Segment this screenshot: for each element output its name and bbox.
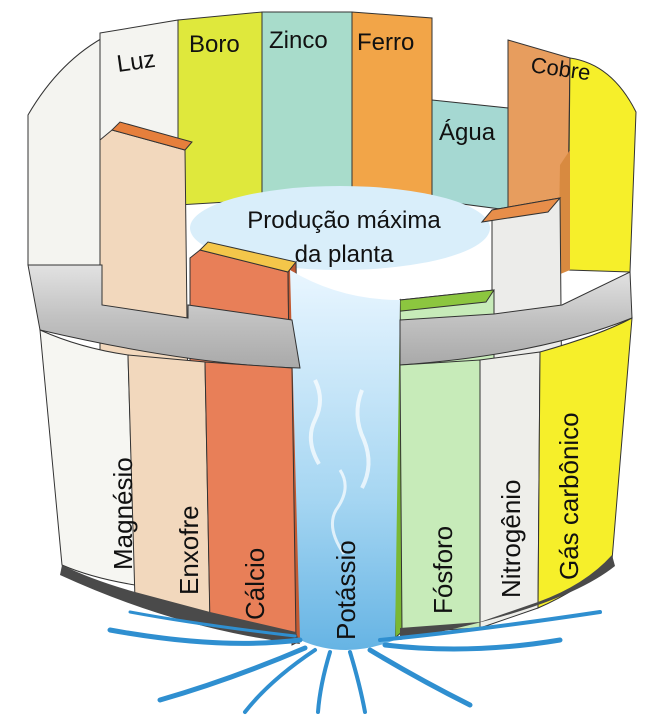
water-fall (290, 270, 400, 650)
water-splash (107, 610, 602, 714)
water-ripple (330, 469, 347, 555)
label-potassio: Potássio (331, 540, 361, 640)
splash-stroke (107, 627, 303, 646)
water-ripple (308, 379, 322, 466)
stave-luz (27, 34, 109, 266)
hoop (27, 264, 633, 369)
title-line1: Produção máxima (247, 207, 441, 234)
stave-gas-rim (567, 57, 637, 273)
stave-cobre-side (558, 150, 570, 275)
splash-stroke (348, 650, 367, 714)
stave-gas-carbonico (537, 317, 633, 609)
splash-stroke (378, 610, 602, 642)
hoop-band (27, 264, 301, 369)
label-boro: Boro (189, 31, 240, 58)
label-ferro: Ferro (357, 29, 414, 56)
label-enxofre: Enxofre (174, 505, 204, 595)
splash-stroke (128, 610, 297, 638)
label-agua: Água (439, 119, 496, 146)
labels: Luz Boro Zinco Ferro Água Cobre Produção… (108, 27, 592, 640)
label-fosforo: Fósforo (428, 526, 458, 614)
stave-nitrogenio-edge (480, 197, 562, 223)
water-stream (290, 270, 400, 650)
splash-stroke (243, 648, 317, 714)
splash-stroke (382, 637, 563, 652)
label-luz: Luz (115, 46, 157, 78)
splash-stroke (157, 645, 308, 703)
label-magnesio: Magnésio (108, 457, 138, 570)
label-nitrogenio: Nitrogênio (496, 479, 526, 598)
stave-enxofre-edge (111, 121, 193, 151)
label-calcio: Cálcio (240, 548, 270, 620)
front-staves (39, 317, 633, 644)
back-staves (27, 11, 637, 275)
stave-agua (431, 99, 509, 211)
label-gas-carbonico: Gás carbônico (554, 412, 584, 580)
label-zinco: Zinco (269, 27, 328, 54)
barrel-bottom-right (400, 555, 615, 640)
splash-stroke (316, 650, 332, 714)
splash-stroke (367, 647, 473, 708)
hoop-band-right (399, 271, 633, 366)
water-surface (190, 186, 490, 270)
title-line2: da planta (295, 241, 394, 268)
barrel-bottom (60, 565, 300, 644)
water-ripple (355, 389, 371, 489)
